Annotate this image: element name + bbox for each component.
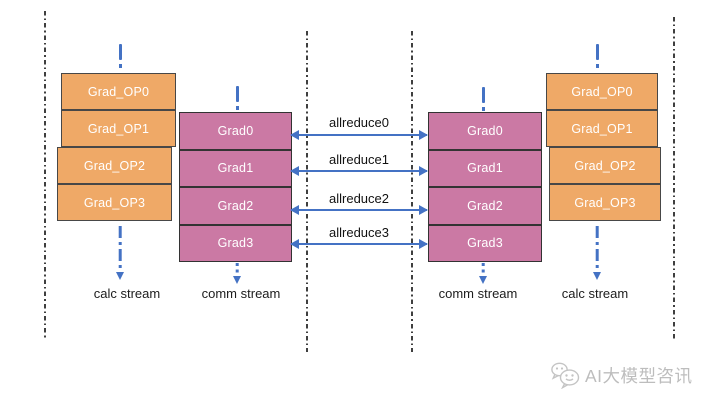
grad-box: Grad2 xyxy=(428,187,542,225)
calc-stream-down-arrow-left xyxy=(114,226,126,280)
allreduce-label: allreduce1 xyxy=(329,152,389,167)
calc-stream-label-right: calc stream xyxy=(561,286,629,301)
watermark-text: AI大模型咨讯 xyxy=(585,365,693,386)
grad-box: Grad3 xyxy=(179,224,292,262)
boundary-line-far-right xyxy=(673,17,675,340)
grad-op-box: Grad_OP1 xyxy=(546,110,658,147)
boundary-line-far-left xyxy=(44,11,46,340)
stream-continuation-tick-left-calc xyxy=(119,44,122,68)
grad-op-box: Grad_OP2 xyxy=(57,147,172,184)
stream-continuation-tick-right-comm xyxy=(482,87,485,111)
grad-op-box: Grad_OP2 xyxy=(549,147,661,184)
grad-op-box: Grad_OP3 xyxy=(549,184,661,221)
grad-op-box: Grad_OP3 xyxy=(57,184,172,221)
allreduce-arrow xyxy=(290,165,428,177)
stream-continuation-tick-right-calc xyxy=(596,44,599,68)
wechat-icon xyxy=(550,361,580,389)
allreduce-label: allreduce2 xyxy=(329,191,389,206)
boundary-line-mid-right xyxy=(411,31,413,352)
watermark: AI大模型咨讯 xyxy=(550,361,693,389)
grad-op-box: Grad_OP1 xyxy=(61,110,176,147)
boundary-line-mid-left xyxy=(306,31,308,352)
left-comm-stack: Grad0 Grad1 Grad2 Grad3 xyxy=(179,112,292,262)
comm-stream-label-right: comm stream xyxy=(438,286,518,301)
allreduce-arrow xyxy=(290,204,428,216)
right-comm-stack: Grad0 Grad1 Grad2 Grad3 xyxy=(428,112,542,262)
left-calc-stack: Grad_OP0 Grad_OP1 Grad_OP2 Grad_OP3 xyxy=(57,73,176,221)
comm-stream-label-left: comm stream xyxy=(201,286,281,301)
allreduce-arrow xyxy=(290,129,428,141)
grad-op-box: Grad_OP0 xyxy=(61,73,176,110)
grad-box: Grad1 xyxy=(428,149,542,187)
grad-box: Grad0 xyxy=(179,112,292,150)
allreduce-arrow xyxy=(290,238,428,250)
comm-stream-down-arrow-left xyxy=(231,263,243,284)
right-calc-stack: Grad_OP0 Grad_OP1 Grad_OP2 Grad_OP3 xyxy=(546,73,661,221)
comm-stream-down-arrow-right xyxy=(477,263,489,284)
calc-stream-down-arrow-right xyxy=(591,226,603,280)
calc-stream-label-left: calc stream xyxy=(93,286,161,301)
allreduce-label: allreduce0 xyxy=(329,115,389,130)
grad-op-box: Grad_OP0 xyxy=(546,73,658,110)
grad-box: Grad1 xyxy=(179,149,292,187)
allreduce-label: allreduce3 xyxy=(329,225,389,240)
grad-box: Grad0 xyxy=(428,112,542,150)
grad-box: Grad3 xyxy=(428,224,542,262)
grad-box: Grad2 xyxy=(179,187,292,225)
stream-continuation-tick-left-comm xyxy=(236,86,239,110)
